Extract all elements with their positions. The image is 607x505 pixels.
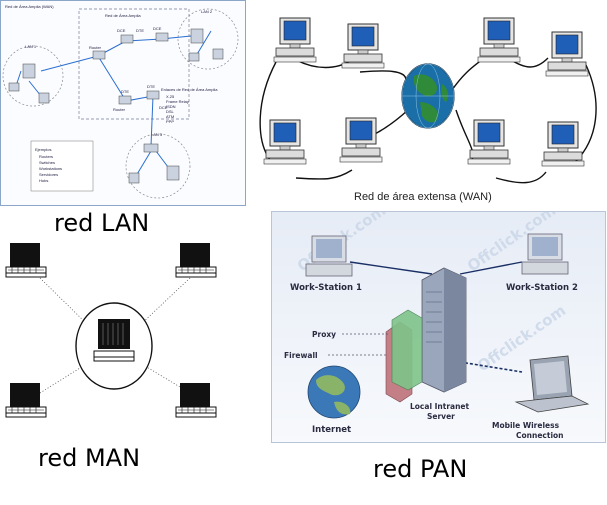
legend-item: Servidores [39,172,58,177]
man-laptop [175,382,217,418]
pan-caption: red PAN [373,455,468,483]
workstation-2-label: Work-Station 2 [506,283,578,293]
mobile-laptop-icon [514,355,590,413]
lan3-circle [125,133,191,199]
legend-item: Switches [39,160,55,165]
wan-diagram-svg: Red de área extensa (WAN) [259,17,597,203]
workstation-1 [305,235,353,277]
globe-icon [401,63,455,129]
man-diagram-svg [5,242,217,418]
wan-computer [273,17,317,63]
workstation-2 [521,233,569,275]
internet-globe-icon [307,365,361,419]
wan-computer [263,119,307,165]
wan-region-box [78,8,190,120]
service-item: Frame Relay [166,99,189,104]
workstation-1-label: Work-Station 1 [290,283,362,293]
lan-diagram: Red de Área Amplia (WAN) Red de Área Amp… [0,0,246,206]
legend-title: Ejemplos [35,147,51,152]
lan-caption: red LAN [54,209,150,237]
wan-computer [467,119,511,165]
wireless-link [459,361,523,373]
service-item: ISDN [166,104,176,109]
node-label-dce-3: DCE [159,105,168,110]
internet-label: Internet [312,425,351,435]
wan-caption: Red de área extensa (WAN) [354,191,492,203]
man-laptop [5,242,47,278]
mobile-label-line2: Connection [516,431,564,440]
pan-diagram-svg: Offclick.com Offclick.com Offclick.com W… [272,201,605,442]
lan2-label: LAN 2 [201,9,213,14]
lan-title: Red de Área Amplia (WAN) [5,4,54,9]
man-caption: red MAN [38,444,141,472]
service-item: DSL [166,109,175,114]
lan3-label: LAN 3 [151,132,163,137]
legend-item: Workstations [39,166,62,171]
node-label-dce-1: DCE [117,28,126,33]
man-center-pc [93,319,135,362]
service-title: Enlaces de Red de Área Amplia [161,87,218,92]
intranet-server [421,267,467,393]
pan-diagram: Offclick.com Offclick.com Offclick.com W… [271,201,606,443]
server-label-line1: Local Intranet [410,402,470,411]
wan-computer [339,117,383,163]
man-laptop [5,382,47,418]
node-label-router-2: Router [113,107,126,112]
node-label-router-1: Router [89,45,102,50]
wan-diagram: Red de área extensa (WAN) [256,10,602,206]
mobile-label-line1: Mobile Wireless [492,421,560,430]
wan-region-label: Red de Área Amplia [105,13,141,18]
node-label-dte-2: DTE [121,89,129,94]
lan1-label: LAN 1 [25,44,37,49]
wan-computer [341,23,385,69]
service-item: X.25 [166,94,175,99]
lan-devices [8,28,224,184]
proxy-label: Proxy [312,330,336,339]
firewall-label: Firewall [284,351,318,360]
wan-computer [545,31,589,77]
legend-item: Hubs [39,178,48,183]
man-diagram [0,233,246,433]
service-item: ATM [166,114,174,119]
lan1-circle [2,45,64,107]
node-label-dte-1: DTE [136,28,144,33]
pan-links [349,261,523,275]
legend-item: Routers [39,154,53,159]
service-item: PPP [166,119,174,124]
node-label-dte-3: DTE [147,84,155,89]
node-label-dce-2: DCE [153,26,162,31]
wan-computer [541,121,585,167]
lan-diagram-svg: Red de Área Amplia (WAN) Red de Área Amp… [2,4,239,199]
man-laptop [175,242,217,278]
server-label-line2: Server [427,412,455,421]
firewall-proxy-building [385,309,423,403]
legend-box [30,140,94,192]
lan2-circle [177,8,239,70]
wan-computer [477,17,521,63]
